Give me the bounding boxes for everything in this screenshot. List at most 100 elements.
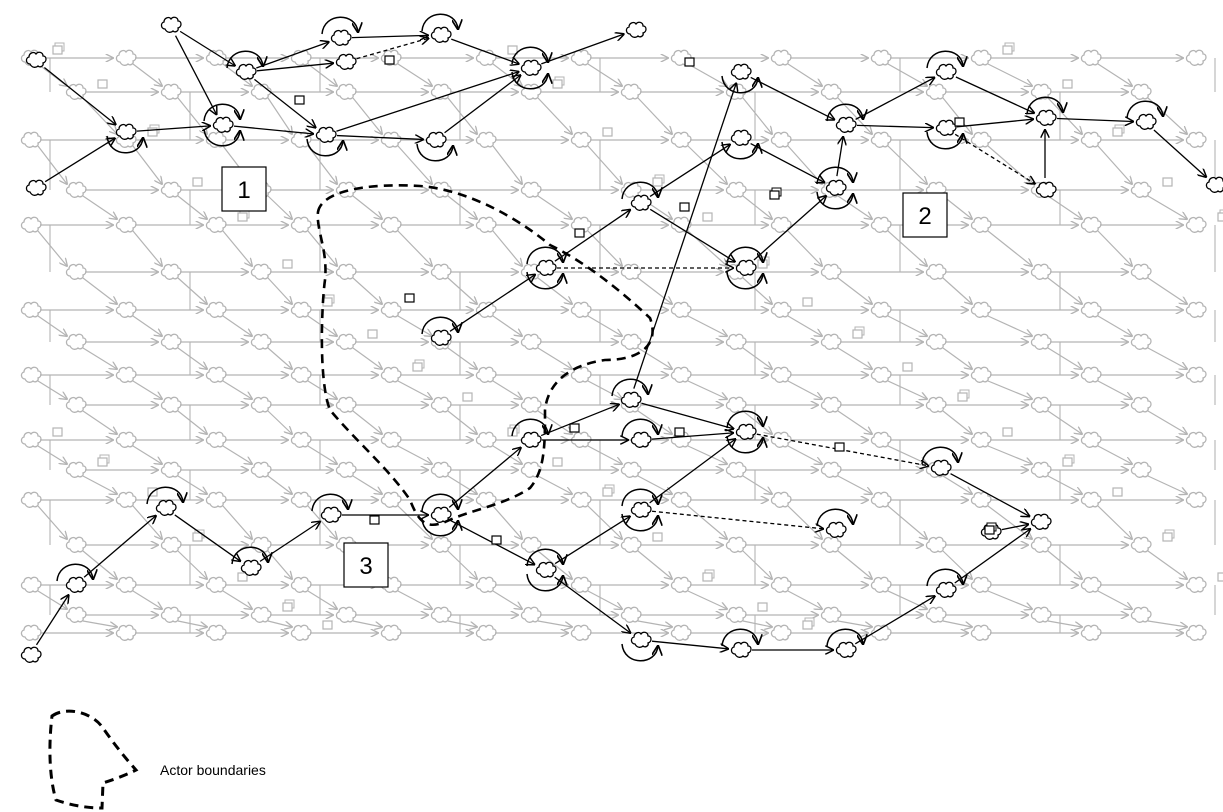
- actor-node: [290, 301, 312, 318]
- actor-node: [160, 263, 182, 280]
- actor-node: [835, 116, 857, 133]
- flow-arrow: [856, 125, 933, 127]
- flow-arrow: [451, 38, 518, 64]
- flow-arrow: [44, 138, 115, 183]
- flow-arrow: [836, 137, 843, 177]
- document-node: [384, 55, 395, 65]
- flow-arrow: [942, 410, 972, 434]
- loop-arrow: [1126, 100, 1163, 119]
- flow-arrow: [537, 347, 572, 369]
- actor-node: [1030, 536, 1052, 553]
- flow-arrow: [637, 277, 672, 304]
- document-node: [1217, 572, 1223, 582]
- flow-arrow: [35, 595, 68, 646]
- flow-arrow: [1047, 195, 1082, 219]
- actor-node: [290, 491, 312, 508]
- flow-arrow: [651, 510, 823, 529]
- flow-arrow: [307, 145, 337, 184]
- actor-node: [250, 606, 272, 623]
- flow-arrow: [1097, 145, 1132, 184]
- flow-arrow: [352, 195, 382, 219]
- actor-node: [115, 216, 137, 233]
- flow-arrow: [267, 410, 292, 434]
- flow-arrow: [492, 230, 522, 266]
- flow-arrow: [540, 404, 619, 437]
- flow-arrow: [687, 380, 727, 399]
- actor-node: [160, 16, 182, 33]
- flow-arrow: [837, 620, 872, 627]
- actor-node: [1185, 624, 1207, 641]
- actor-node: [630, 501, 652, 518]
- flow-arrow: [1097, 505, 1132, 539]
- flow-arrow: [649, 145, 730, 198]
- flow-arrow: [942, 475, 972, 494]
- actor-node: [730, 641, 752, 658]
- flow-arrow: [753, 196, 826, 261]
- actor-node: [20, 366, 42, 383]
- document-node: [237, 212, 248, 222]
- actor-node: [65, 181, 87, 198]
- actor-node: [870, 366, 892, 383]
- actor-node: [820, 396, 842, 413]
- actor-node: [630, 631, 652, 648]
- document-node: [192, 532, 203, 542]
- flow-arrow: [942, 550, 972, 579]
- loop-arrow: [526, 548, 563, 567]
- flow-arrow: [447, 410, 477, 434]
- actor-node: [770, 216, 792, 233]
- document-node: [147, 127, 158, 137]
- actor-node: [1035, 109, 1057, 126]
- loop-arrow: [816, 166, 853, 185]
- flow-arrow: [956, 119, 1033, 128]
- flow-arrow: [267, 195, 292, 219]
- flow-arrow: [742, 347, 772, 369]
- flow-arrow: [1153, 129, 1206, 177]
- loop-arrow: [926, 50, 963, 69]
- document-node: [52, 45, 63, 55]
- flow-arrow: [750, 143, 825, 183]
- actor-node: [870, 131, 892, 148]
- loop-arrow: [416, 143, 453, 162]
- actor-node: [380, 131, 402, 148]
- flow-arrow: [742, 97, 772, 134]
- document-node: [1002, 427, 1013, 437]
- actor-node: [250, 396, 272, 413]
- actor-node: [20, 301, 42, 318]
- actor-node: [20, 431, 42, 448]
- document-node: [802, 297, 813, 307]
- flow-arrow: [587, 505, 622, 539]
- actor-node: [475, 576, 497, 593]
- flow-arrow: [307, 445, 337, 464]
- flow-arrow: [132, 380, 162, 399]
- flow-arrow: [447, 620, 477, 627]
- flow-arrow: [37, 380, 67, 399]
- flow-arrow: [307, 505, 337, 539]
- flow-arrow: [351, 35, 428, 37]
- flow-arrow: [1147, 410, 1187, 434]
- actor-node: [475, 366, 497, 383]
- flow-arrow: [1047, 347, 1082, 369]
- actor-node: [620, 83, 642, 100]
- actor-node: [380, 216, 402, 233]
- flow-arrow: [950, 473, 1030, 517]
- flow-arrow: [649, 439, 736, 504]
- flow-arrow: [132, 145, 162, 184]
- flow-arrow: [537, 550, 572, 579]
- actor-node: [670, 366, 692, 383]
- actor-node: [290, 216, 312, 233]
- actor-node: [520, 431, 542, 448]
- actor-node: [925, 333, 947, 350]
- actor-node: [970, 49, 992, 66]
- flow-arrow: [787, 590, 822, 609]
- actor-node: [620, 536, 642, 553]
- flow-arrow: [637, 347, 672, 369]
- flow-arrow: [174, 514, 240, 561]
- actor-node: [1035, 181, 1057, 198]
- actor-node: [1130, 333, 1152, 350]
- actor-node: [520, 333, 542, 350]
- actor-node: [935, 119, 957, 136]
- flow-arrow: [587, 230, 622, 266]
- document-node: [574, 228, 585, 238]
- loop-arrow: [726, 271, 763, 290]
- flow-arrow: [492, 445, 522, 464]
